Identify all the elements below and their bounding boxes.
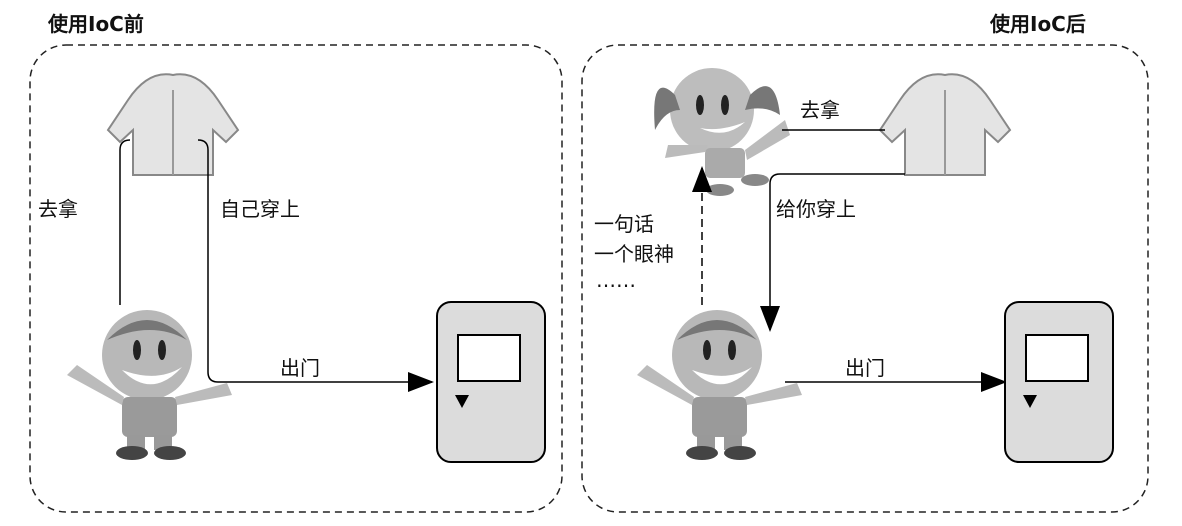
fetch-label: 去拿 (38, 197, 78, 221)
signal-line: 一句话 (594, 212, 654, 236)
dress-arrow (760, 173, 905, 332)
device-icon (436, 301, 546, 463)
go-out-label: 出门 (845, 356, 885, 380)
wear-label: 给你穿上 (776, 197, 856, 221)
left-panel-border (29, 44, 563, 513)
go-out-label: 出门 (280, 356, 320, 380)
left-panel-title: 使用IoC前 (48, 12, 144, 36)
boy-icon (637, 310, 802, 460)
fetch-label: 去拿 (800, 98, 840, 122)
device-icon (1004, 301, 1114, 463)
wear-label: 自己穿上 (220, 197, 300, 221)
jacket-icon (879, 73, 1011, 176)
signal-line: …… (596, 268, 636, 292)
girl-icon (654, 68, 790, 196)
go-out-arrow (197, 139, 434, 392)
right-panel-border (581, 44, 1149, 513)
right-panel-title: 使用IoC后 (990, 12, 1086, 36)
signal-line: 一个眼神 (594, 242, 674, 266)
jacket-icon (107, 73, 239, 176)
